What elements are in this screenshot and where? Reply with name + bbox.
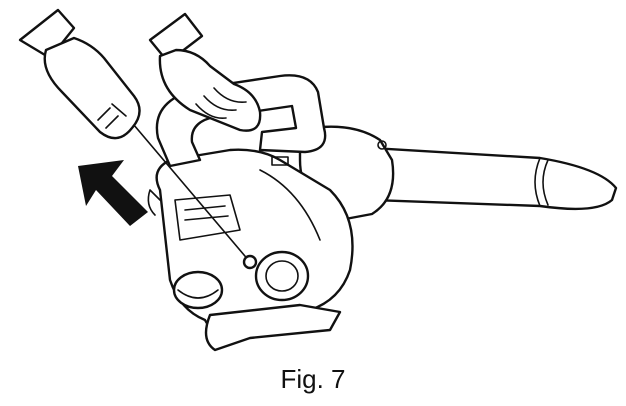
starter-cord	[127, 117, 258, 270]
figure-caption: Fig. 7	[280, 364, 346, 394]
blower-starter-illustration	[18, 8, 618, 352]
recoil-starter-cover	[254, 250, 310, 302]
pull-direction-arrow-icon	[78, 160, 148, 226]
fuel-cap	[172, 270, 224, 310]
gloved-right-hand-icon	[148, 12, 262, 132]
gloved-left-hand-icon	[18, 8, 141, 140]
blower-nozzle-pipe	[365, 146, 618, 211]
